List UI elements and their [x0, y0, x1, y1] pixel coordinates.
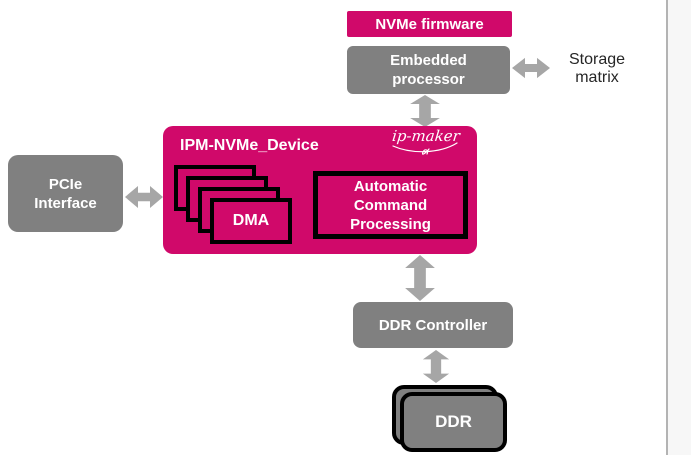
bidirectional-arrow-ddrcontroller-ddr-icon	[421, 350, 451, 383]
embedded-processor-label: Embedded processor	[390, 52, 467, 88]
ddr-box: DDR	[400, 392, 507, 452]
dma-box: DMA	[210, 198, 292, 244]
automatic-command-processing-label: Automatic Command Processing	[350, 177, 431, 233]
embedded-processor-box: Embedded processor	[347, 46, 510, 94]
ipm-nvme-device-title: IPM-NVMe_Device	[180, 137, 319, 154]
logo-swash-icon	[392, 142, 458, 155]
ipm-nvme-device-box: IPM-NVMe_Device ip-maker DMA Automatic C…	[163, 126, 477, 254]
ddr-controller-label: DDR Controller	[378, 316, 488, 334]
dma-label: DMA	[232, 212, 270, 229]
bidirectional-arrow-device-ddrcontroller-icon	[403, 255, 437, 301]
nvme-firmware-label: NVMe firmware	[375, 15, 484, 33]
page-side-panel	[666, 0, 691, 455]
nvme-firmware-box: NVMe firmware	[347, 11, 512, 37]
ip-maker-logo: ip-maker	[387, 127, 465, 157]
automatic-command-processing-box: Automatic Command Processing	[313, 171, 468, 239]
bidirectional-arrow-pcie-device-icon	[125, 184, 163, 210]
ddr-controller-box: DDR Controller	[353, 302, 513, 348]
storage-matrix-label: Storage matrix	[568, 51, 626, 86]
bidirectional-arrow-processor-device-icon	[408, 95, 442, 127]
bidirectional-arrow-processor-storage-icon	[512, 56, 550, 80]
ddr-label: DDR	[435, 412, 472, 431]
pcie-interface-label: PCIe Interface	[34, 175, 97, 212]
pcie-interface-box: PCIe Interface	[8, 155, 123, 232]
